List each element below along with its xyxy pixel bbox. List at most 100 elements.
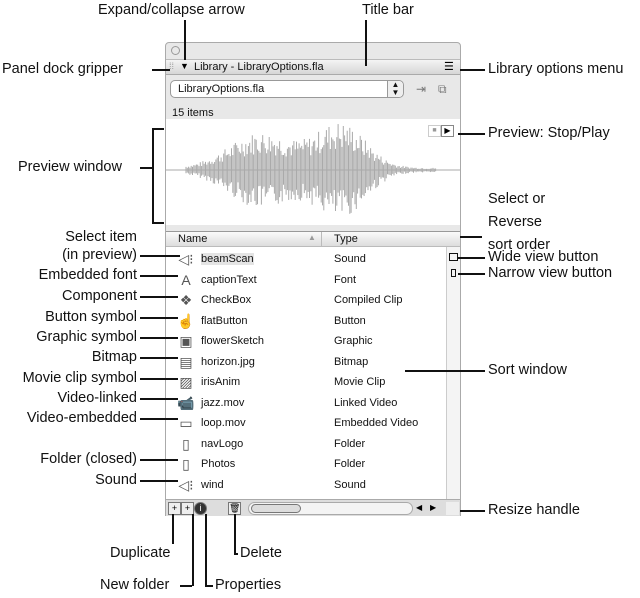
movie-clip-icon: ▨ [179,374,193,390]
item-type: Folder [334,458,366,470]
waveform [166,124,460,214]
list-item[interactable]: ☝ flatButton Button [166,312,446,332]
graphic-icon: ▣ [179,333,193,349]
callout-expand: Expand/collapse arrow [98,2,245,18]
font-icon: A [181,271,191,288]
scroll-right-icon[interactable]: ▶ [430,503,437,512]
item-name: jazz.mov [201,396,245,409]
callout-movieclip: Movie clip symbol [22,370,137,386]
callout-vembedded: Video-embedded [26,410,137,426]
new-folder-icon[interactable]: + [181,502,194,515]
callout-vlinked: Video-linked [57,390,137,406]
name-column-header[interactable]: Name [178,233,208,245]
sound-icon: ◁⁝ [178,251,194,267]
type-column-header[interactable]: Type [334,233,358,245]
item-type: Linked Video [334,396,398,409]
item-type: Sound [334,478,366,491]
list-header: Name ▲ Type [166,231,460,247]
item-name: irisAnim [201,376,241,388]
list-item[interactable]: 📹 jazz.mov Linked Video [166,394,446,414]
item-name: flatButton [201,314,248,327]
properties-icon[interactable]: i [194,502,207,515]
list-item[interactable]: ▨ irisAnim Movie Clip [166,373,446,393]
play-button[interactable]: ▶ [441,125,454,137]
callout-preview: Preview window [18,159,122,175]
stop-button[interactable]: ■ [428,125,441,137]
component-icon: ❖ [179,292,193,308]
callout-sortwin: Sort window [488,362,567,378]
horizontal-scrollbar[interactable] [248,502,413,515]
close-button[interactable] [171,46,180,55]
callout-select-1: Select item [65,229,137,245]
callout-sort-1: Select or [488,191,546,207]
document-select[interactable]: LibraryOptions.fla ▲▼ [170,80,404,98]
bitmap-icon: ▤ [179,353,193,370]
callout-folder: Folder (closed) [40,451,137,467]
item-name: wind [201,478,224,491]
list-item[interactable]: ▭ loop.mov Embedded Video [166,414,446,434]
list-item[interactable]: ▯ navLogo Folder [166,435,446,455]
list-item[interactable]: ▣ flowerSketch Graphic [166,332,446,352]
item-name: beamScan [201,253,254,265]
narrow-view-button[interactable] [451,269,456,277]
scroll-left-icon[interactable]: ◀ [416,503,423,512]
button-icon: ☝ [177,312,195,329]
expand-arrow-icon[interactable]: ▼ [180,61,189,71]
callout-options: Library options menu [488,61,624,77]
list-item[interactable]: ▯ Photos Folder [166,455,446,475]
new-library-icon[interactable]: ⧉ [438,82,447,96]
item-name: navLogo [201,437,244,450]
callout-properties: Properties [215,577,282,593]
item-count: 15 items [172,107,214,119]
callout-duplicate: Duplicate [110,545,171,561]
list-item[interactable]: ◁⁝ beamScan Sound [166,250,446,270]
callout-select-2: (in preview) [62,247,137,263]
pin-icon[interactable]: ⇥ [416,82,427,96]
item-type: Graphic [334,335,373,347]
folder-icon: ▯ [182,456,190,472]
list-item[interactable]: A captionText Font [166,271,446,291]
callout-stopplay: Preview: Stop/Play [488,125,610,141]
item-type: Bitmap [334,355,369,368]
document-select-value: LibraryOptions.fla [178,83,265,95]
preview-window: ■ ▶ [166,119,460,225]
callout-wide: Wide view button [488,249,599,265]
item-name: horizon.jpg [201,355,255,368]
list-item[interactable]: ◁⁝ wind Sound [166,476,446,496]
sort-arrow-icon[interactable]: ▲ [308,233,316,242]
callout-bitmap: Bitmap [91,349,137,365]
callout-button: Button symbol [45,309,137,325]
bottom-toolbar: + + i 🗑 ◀ ▶ [166,499,460,516]
list-item[interactable]: ▤ horizon.jpg Bitmap [166,353,446,373]
scroll-thumb[interactable] [251,504,301,513]
video-linked-icon: 📹 [177,394,195,411]
callout-graphic: Graphic symbol [36,329,137,345]
callout-newfolder: New folder [100,577,170,593]
gripper-icon[interactable]: ⁞⁞ [169,61,175,71]
vertical-scrollbar[interactable] [446,247,460,499]
video-embedded-icon: ▭ [179,415,193,431]
options-menu-icon[interactable]: ☰ [444,61,454,73]
callout-component: Component [62,288,137,304]
item-name: flowerSketch [201,335,264,347]
callout-font: Embedded font [38,267,137,283]
sound-icon: ◁⁝ [178,476,194,493]
wide-view-button[interactable] [449,253,458,261]
callout-sort-3: sort order [488,237,551,253]
select-arrows-icon: ▲▼ [387,81,403,97]
item-type: Sound [334,253,366,265]
item-type: Folder [334,437,366,450]
callout-sort-2: Reverse [488,214,542,230]
item-name: Photos [201,458,236,470]
resize-handle[interactable] [446,502,459,515]
item-type: Movie Clip [334,376,386,388]
duplicate-icon[interactable]: + [168,502,181,515]
callout-resize: Resize handle [488,502,580,518]
callout-narrow: Narrow view button [488,265,613,281]
item-type: Compiled Clip [334,294,403,306]
title-bar[interactable]: ⁞⁞ ▼ Library - LibraryOptions.fla ☰ [166,59,460,75]
list-item[interactable]: ❖ CheckBox Compiled Clip [166,291,446,311]
item-name: CheckBox [201,294,252,306]
item-type: Button [334,314,366,327]
callout-delete: Delete [240,545,282,561]
